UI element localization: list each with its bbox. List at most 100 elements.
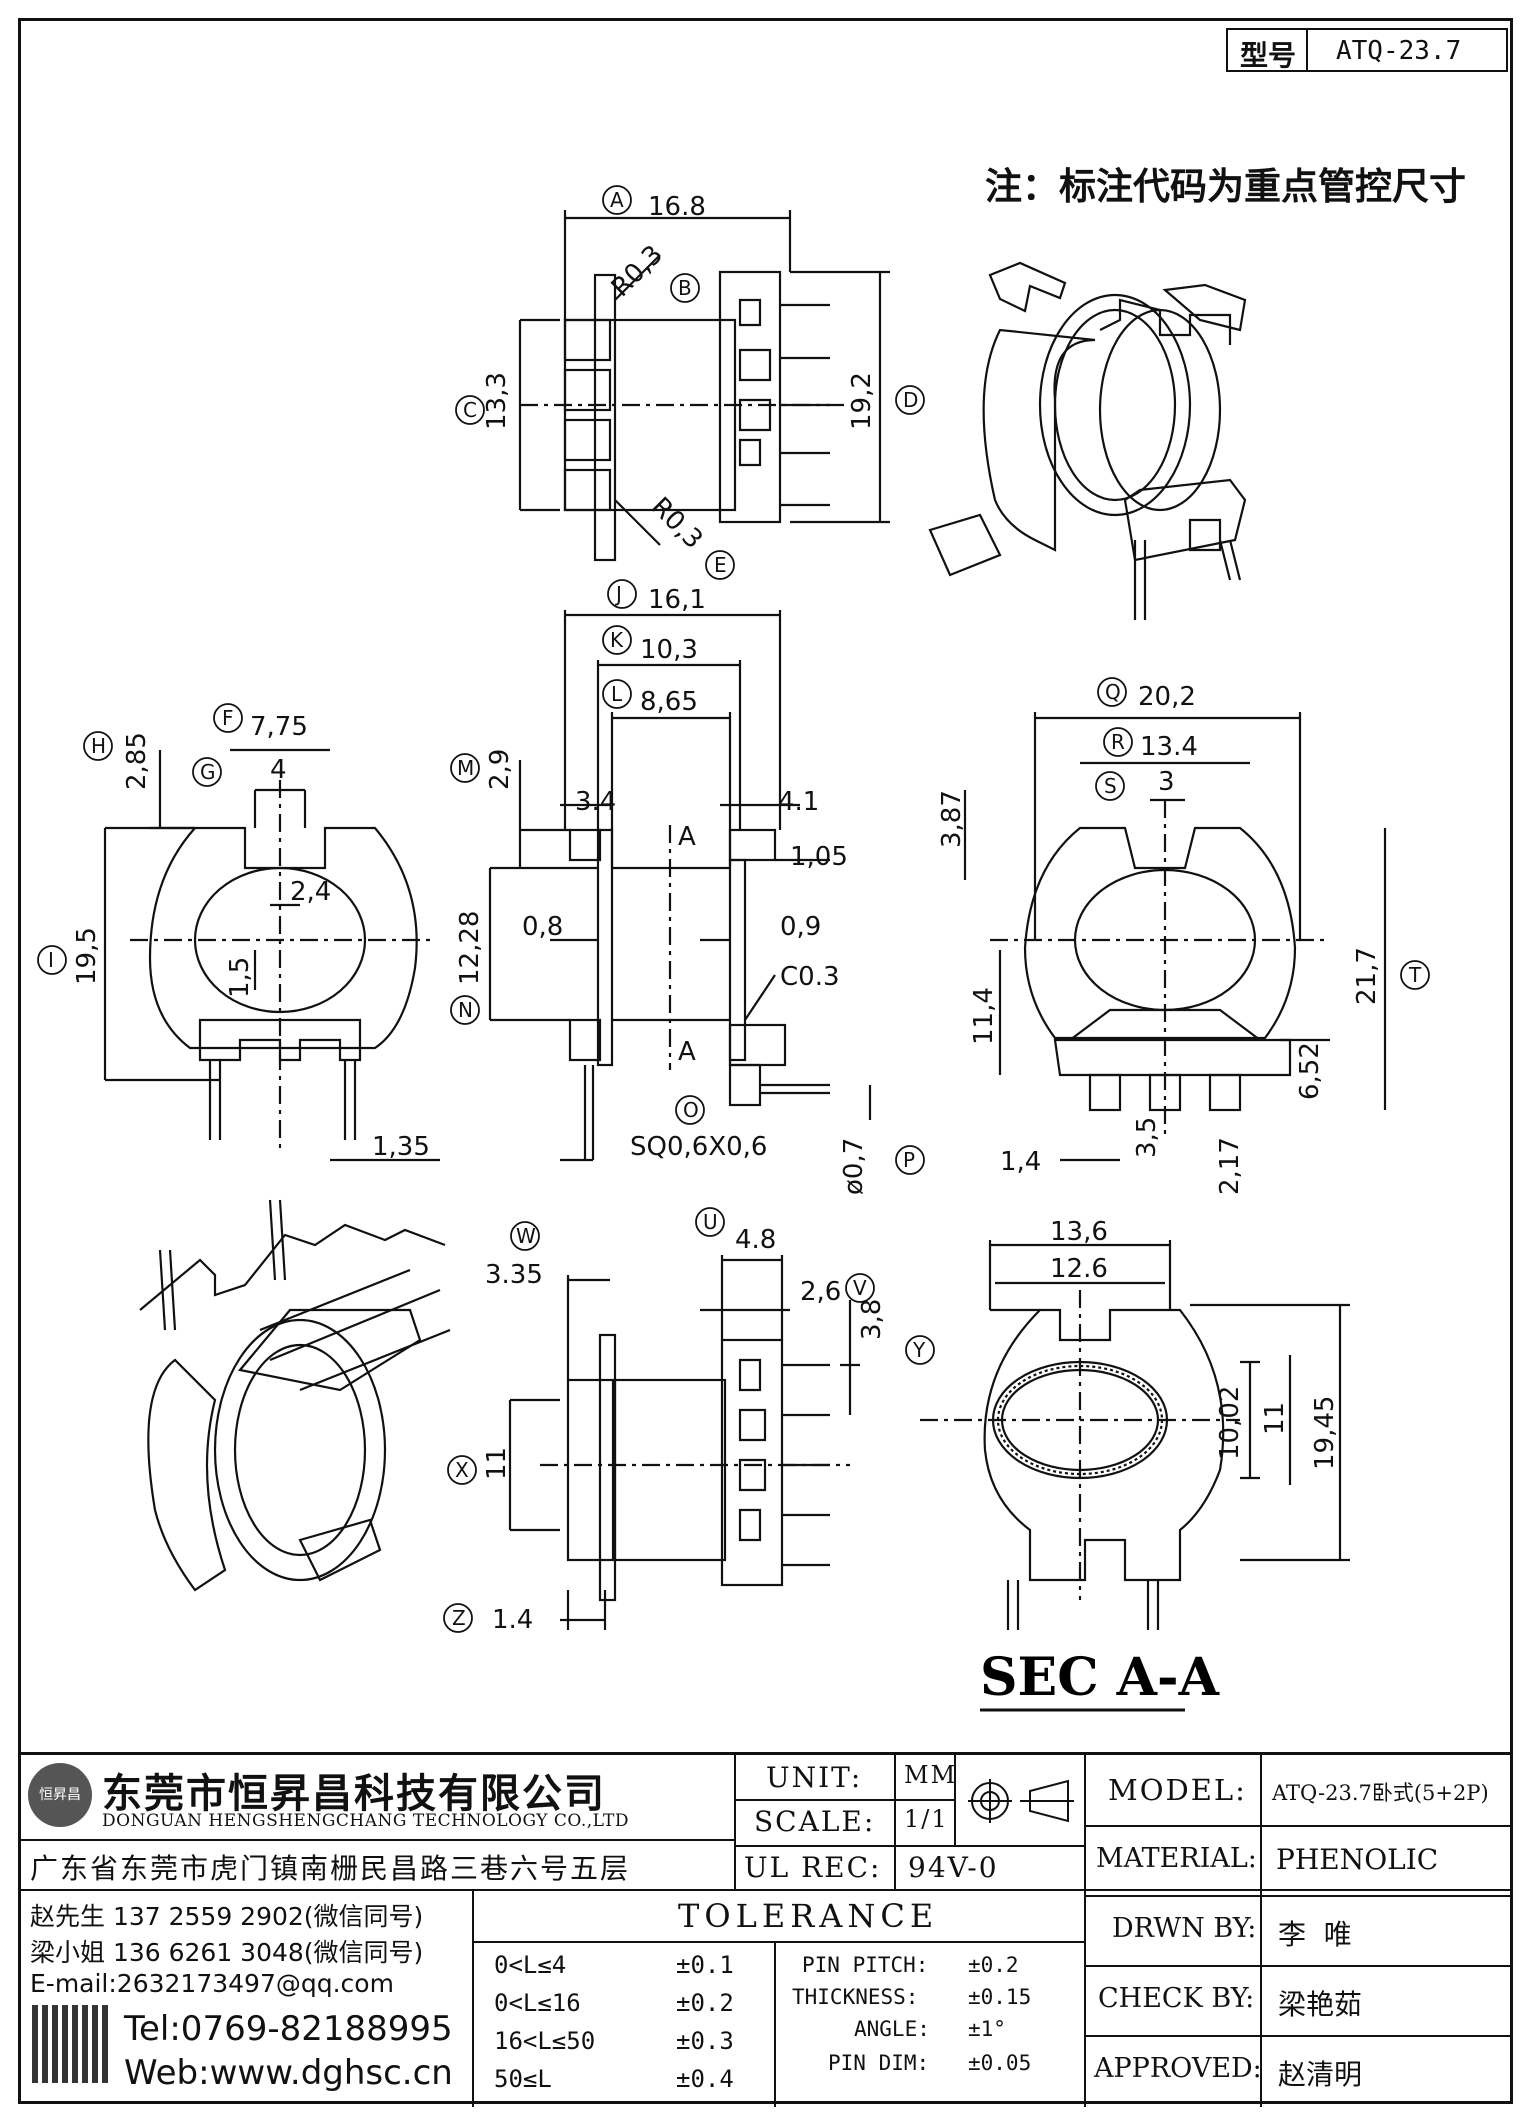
title-hline-scale bbox=[734, 1845, 1084, 1847]
dim-10-02: 10,02 bbox=[1215, 1386, 1245, 1460]
dim-12-6: 12.6 bbox=[1050, 1254, 1108, 1284]
tol-extra-label-2: THICKNESS: bbox=[792, 1985, 919, 2009]
dim-y: 19,45 bbox=[1310, 1396, 1340, 1470]
dim-q: 20,2 bbox=[1138, 682, 1196, 712]
title-line-1 bbox=[18, 1839, 734, 1841]
technical-drawing: 16.8 R0,3 13,3 19,2 R0,3 16,1 10,3 8,65 … bbox=[37, 185, 1430, 1712]
dim-6-52: 6,52 bbox=[1295, 1042, 1325, 1100]
code-i: I bbox=[48, 948, 54, 972]
dim-1-35: 1,35 bbox=[372, 1132, 430, 1162]
dim-11: 11 bbox=[1260, 1402, 1290, 1435]
code-l: L bbox=[611, 682, 623, 706]
tol-value-3: ±0.3 bbox=[676, 2027, 734, 2055]
right-hline-3 bbox=[1084, 1965, 1513, 1967]
right-hline-2 bbox=[1084, 1895, 1513, 1897]
code-g: G bbox=[200, 760, 216, 784]
code-e: E bbox=[714, 553, 727, 577]
dim-j: 16,1 bbox=[648, 585, 706, 615]
approved-label: APPROVED: bbox=[1094, 2053, 1262, 2084]
drwn-label: DRWN BY: bbox=[1112, 1913, 1257, 1944]
company-address: 广东省东莞市虎门镇南栅民昌路三巷六号五层 bbox=[30, 1852, 631, 1885]
section-mark-top: A bbox=[678, 822, 696, 852]
company-name-cn: 东莞市恒昇昌科技有限公司 bbox=[102, 1771, 606, 1817]
contact-1: 赵先生 137 2559 2902(微信同号) bbox=[30, 1902, 424, 1931]
code-b: B bbox=[678, 276, 692, 300]
title-vdiv-1 bbox=[734, 1755, 736, 1889]
contact-divider bbox=[472, 1889, 474, 2107]
contact-email: E-mail:2632173497@qq.com bbox=[30, 1969, 394, 1998]
dim-13-6: 13,6 bbox=[1050, 1217, 1108, 1247]
contact-2: 梁小姐 136 6261 3048(微信同号) bbox=[30, 1938, 424, 1967]
section-title: SEC A-A bbox=[980, 1647, 1220, 1708]
code-u: U bbox=[703, 1210, 718, 1234]
code-p: P bbox=[903, 1148, 915, 1172]
section-mark-bottom: A bbox=[678, 1037, 696, 1067]
dim-u: 4.8 bbox=[735, 1225, 776, 1255]
code-q: Q bbox=[1105, 680, 1121, 704]
model-label: MODEL: bbox=[1108, 1773, 1247, 1807]
side-view-center bbox=[568, 825, 830, 1160]
code-m: M bbox=[457, 756, 474, 780]
dim-p: ø0,7 bbox=[839, 1138, 869, 1195]
dim-3-4: 3.4 bbox=[575, 787, 616, 817]
tol-range-3: 16<L≤50 bbox=[494, 2027, 596, 2055]
dim-0-9: 0,9 bbox=[780, 912, 821, 942]
control-note: 注：标注代码为重点管控尺寸 bbox=[985, 165, 1466, 208]
right-hline-1 bbox=[1084, 1825, 1513, 1827]
code-x: X bbox=[455, 1458, 469, 1482]
logo-text: 恒昇昌 bbox=[39, 1787, 81, 1803]
code-d: D bbox=[903, 388, 918, 412]
dim-a: 16.8 bbox=[648, 192, 706, 222]
tol-value-2: ±0.2 bbox=[676, 1989, 734, 2017]
dim-t: 21,7 bbox=[1352, 947, 1382, 1005]
tol-extra-label-1: PIN PITCH: bbox=[802, 1953, 929, 1977]
dim-k: 10,3 bbox=[640, 635, 698, 665]
right-vdiv bbox=[1260, 1755, 1262, 2107]
back-view-right bbox=[990, 800, 1330, 1140]
iso-view-top bbox=[928, 261, 1247, 620]
side-view-top bbox=[520, 270, 850, 562]
code-n: N bbox=[458, 998, 473, 1022]
dim-s: 3 bbox=[1158, 767, 1175, 797]
tol-value-1: ±0.1 bbox=[676, 1951, 734, 1979]
dim-3-5: 3,5 bbox=[1132, 1117, 1162, 1158]
scale-value: 1/1 bbox=[904, 1805, 949, 1833]
contact-tel: Tel:0769-82188995 bbox=[124, 2009, 453, 2049]
dim-g: 4 bbox=[270, 755, 287, 785]
ulrec-value: 94V-0 bbox=[908, 1851, 999, 1884]
dim-i: 19,5 bbox=[72, 927, 102, 985]
tol-range-4: 50≤L bbox=[494, 2065, 552, 2093]
model-box: 型号 ATQ-23.7 bbox=[1226, 28, 1508, 72]
unit-label: UNIT: bbox=[766, 1761, 863, 1794]
tolerance-hline bbox=[472, 1941, 1084, 1943]
code-j: J bbox=[614, 582, 622, 606]
code-w: W bbox=[516, 1224, 536, 1248]
contact-web: Web:www.dghsc.cn bbox=[124, 2053, 453, 2093]
dim-z: 1.4 bbox=[492, 1605, 533, 1635]
dim-m: 2,9 bbox=[485, 749, 515, 790]
title-vdiv-4 bbox=[1084, 1755, 1086, 2107]
tol-extra-value-3: ±1° bbox=[968, 2017, 1006, 2041]
dim-d: 19,2 bbox=[847, 372, 877, 430]
qr-code bbox=[32, 2005, 110, 2083]
dim-11-4: 11,4 bbox=[969, 987, 999, 1045]
material-label: MATERIAL: bbox=[1096, 1843, 1257, 1874]
dim-o: SQ0,6X0,6 bbox=[630, 1132, 767, 1162]
code-a: A bbox=[610, 188, 624, 212]
dim-c03: C0.3 bbox=[780, 962, 840, 992]
material-value: PHENOLIC bbox=[1276, 1843, 1439, 1876]
title-vdiv-3 bbox=[954, 1755, 956, 1845]
drawing-sheet bbox=[18, 18, 1513, 2104]
code-f: F bbox=[222, 706, 234, 730]
dim-w: 3.35 bbox=[485, 1260, 543, 1290]
model-box-divider bbox=[1306, 30, 1308, 70]
check-label: CHECK BY: bbox=[1098, 1983, 1255, 2014]
code-y: Y bbox=[912, 1338, 926, 1362]
dim-3-87: 3,87 bbox=[937, 790, 967, 848]
unit-value: MM bbox=[904, 1761, 958, 1789]
dim-n: 12,28 bbox=[455, 911, 485, 985]
title-hline-unit bbox=[734, 1799, 954, 1801]
dim-r2: R0,3 bbox=[645, 492, 708, 555]
code-t: T bbox=[1408, 963, 1422, 987]
tol-extra-value-2: ±0.15 bbox=[968, 1985, 1032, 2009]
